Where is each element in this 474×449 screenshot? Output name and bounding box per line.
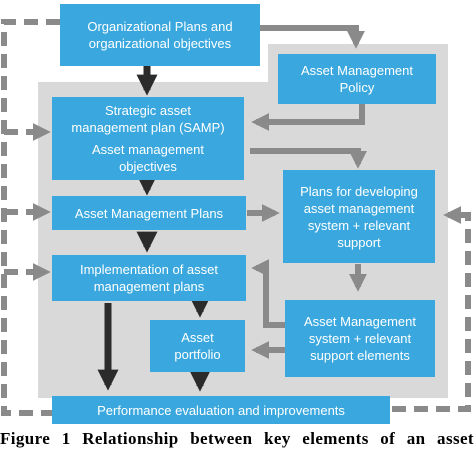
performance-evaluation-box: Performance evaluation and improvements	[52, 396, 390, 424]
dashed-loop-left	[1, 19, 60, 416]
plans-for-developing-box: Plans for developing asset management sy…	[283, 170, 435, 263]
implementation-label: Implementation of asset management plans	[79, 262, 219, 294]
asset-management-objectives-label: Asset management objectives	[91, 142, 204, 175]
figure-caption: Figure 1 Relationship between key elemen…	[0, 429, 474, 448]
asset-management-plans-box: Asset Management Plans	[52, 196, 246, 230]
asset-portfolio-label: Asset portfolio	[174, 330, 221, 362]
samp-box: Strategic asset management plan (SAMP) A…	[52, 97, 244, 180]
asset-management-policy-label: Asset Management Policy	[300, 63, 413, 95]
arrow-policy-to-samp	[251, 104, 365, 131]
asset-portfolio-box: Asset portfolio	[150, 320, 245, 372]
asset-management-system-box: Asset Management system + relevant suppo…	[285, 300, 435, 377]
organizational-plans-box: Organizational Plans and organizational …	[60, 4, 260, 66]
asset-management-plans-label: Asset Management Plans	[74, 205, 224, 221]
implementation-box: Implementation of asset management plans	[52, 255, 246, 301]
arrow-am-system-to-implementation	[251, 259, 285, 328]
asset-management-policy-box: Asset Management Policy	[278, 54, 436, 104]
asset-management-system-label: Asset Management system + relevant suppo…	[303, 314, 416, 363]
organizational-plans-label: Organizational Plans and organizational …	[87, 19, 233, 51]
arrow-objectives-to-plans-developing	[250, 148, 367, 169]
performance-evaluation-label: Performance evaluation and improvements	[97, 402, 345, 418]
plans-for-developing-label: Plans for developing asset management sy…	[300, 183, 418, 250]
arrow-org-to-policy	[260, 25, 365, 49]
samp-label: Strategic asset management plan (SAMP)	[71, 102, 225, 135]
